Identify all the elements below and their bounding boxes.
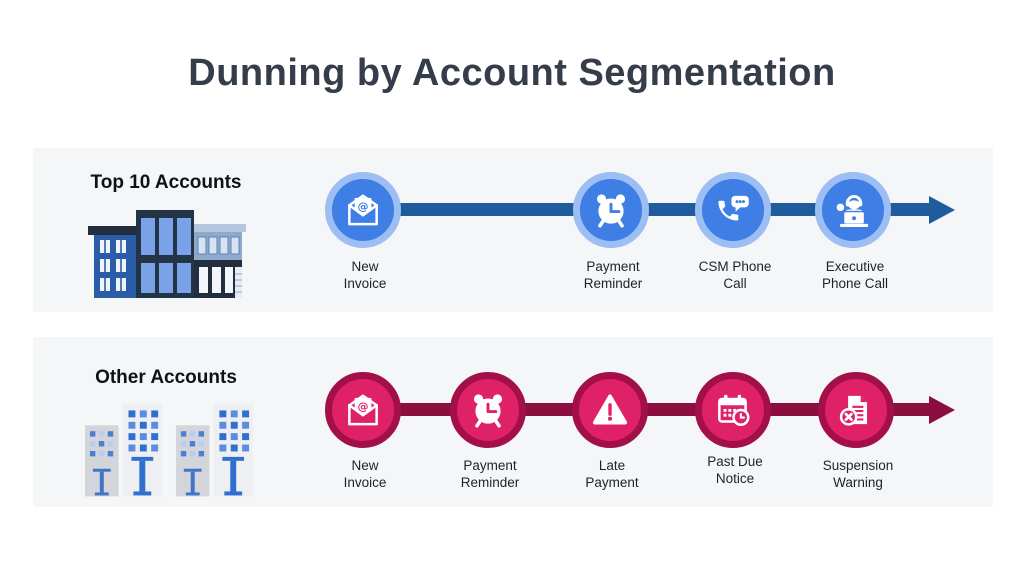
document-x-icon [835,389,877,431]
step-suspension-warning [818,372,894,448]
warning-triangle-icon [589,389,631,431]
alarm-clock-icon [467,389,509,431]
page-title: Dunning by Account Segmentation [188,52,836,94]
step-label: Past Due Notice [707,454,763,486]
support-agent-icon [832,189,874,231]
section-top-10-accounts: Top 10 Accounts [33,148,993,312]
step-label: Payment Reminder [460,458,520,490]
section-other-accounts: Other Accounts [33,337,993,507]
phone-chat-icon [712,189,754,231]
section-label-top-10: Top 10 Accounts [90,172,242,193]
alarm-clock-icon [590,189,632,231]
step-csm-phone-call [695,172,771,248]
office-building-illustration [88,210,246,298]
step-label: Suspension Warning [822,458,894,490]
timeline-arrow-icon [929,396,955,424]
mail-invoice-icon [342,389,384,431]
step-label: New Invoice [343,458,387,490]
step-payment-reminder [450,372,526,448]
step-new-invoice [325,372,401,448]
city-buildings-illustration [85,403,253,497]
step-executive-phone-call [815,172,891,248]
step-label: Executive Phone Call [821,259,889,291]
section-label-other: Other Accounts [95,367,237,388]
step-new-invoice [325,172,401,248]
timeline-arrow-icon [929,196,955,224]
step-payment-reminder [573,172,649,248]
step-label: New Invoice [343,259,387,291]
step-label: CSM Phone Call [698,259,772,291]
step-late-payment [572,372,648,448]
step-label: Payment Reminder [583,259,643,291]
mail-invoice-icon [342,189,384,231]
step-label: Late Payment [585,458,639,490]
calendar-clock-icon [712,389,754,431]
step-past-due-notice [695,372,771,448]
